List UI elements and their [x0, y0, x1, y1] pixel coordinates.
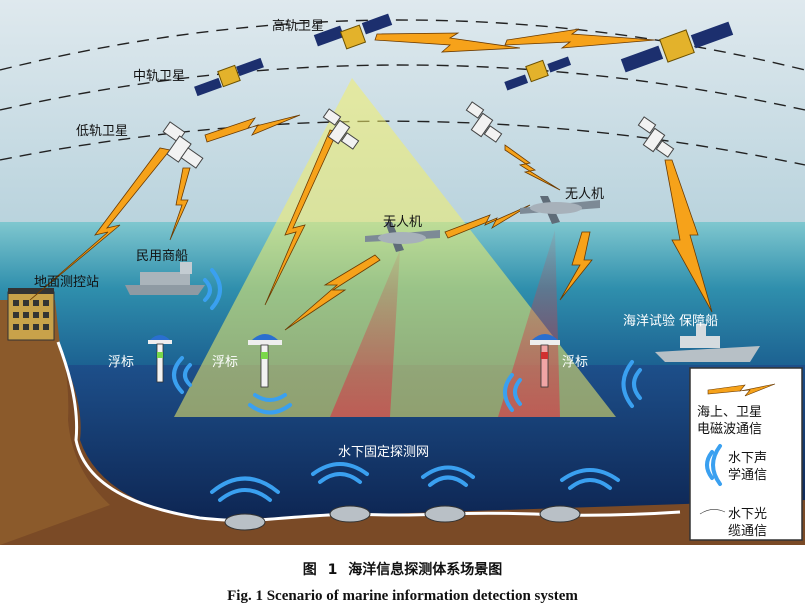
label-buoy-3: 浮标: [562, 355, 588, 370]
seabed-nodes: [224, 505, 581, 531]
merchant-ship-icon: [125, 262, 205, 295]
uav-left-icon: [365, 222, 440, 252]
leo-satellite-icon: [162, 121, 204, 169]
label-underwater-network: 水下固定探测网: [338, 445, 429, 460]
label-uav-right: 无人机: [565, 187, 604, 202]
label-ground-station: 地面测控站: [34, 275, 99, 290]
uav-beam-left: [330, 250, 400, 417]
caption-english: Fig. 1 Scenario of marine information de…: [227, 588, 578, 604]
legend-acoustic-icon: [705, 444, 722, 486]
meo-satellite-icon: [194, 57, 264, 97]
leo-satellite-2-icon: [322, 108, 360, 150]
buoy-3-icon: [530, 334, 560, 388]
orbit-lines: [0, 19, 805, 166]
caption-chinese: 图 1 海洋信息探测体系场景图: [302, 562, 503, 578]
ground-station: [7, 288, 55, 341]
geo-satellite-right-icon: [620, 21, 734, 73]
test-ship-icon: [655, 324, 760, 362]
label-leo-satellite: 低轨卫星: [76, 124, 128, 139]
meo-satellite-right-icon: [504, 56, 572, 91]
coast-cliff: [0, 300, 110, 545]
uav-right-icon: [520, 196, 600, 224]
buoy-2-icon: [248, 334, 282, 388]
label-buoy-1: 浮标: [108, 355, 134, 370]
label-uav-left: 无人机: [383, 215, 422, 230]
legend-em-icon: [707, 383, 776, 397]
label-test-ship: 海洋试验 保障船: [623, 313, 718, 329]
scene-diagram: 高轨卫星 中轨卫星 低轨卫星 无人机 无人机 民用商船 地面测控站 浮标 浮标 …: [0, 0, 805, 545]
label-meo-satellite: 中轨卫星: [133, 69, 185, 84]
geo-satellite-icon: [313, 13, 393, 50]
label-geo-satellite: 高轨卫星: [272, 18, 324, 34]
legend-em-text: 海上、卫星电磁波通信: [697, 405, 762, 437]
leo-satellite-4-icon: [637, 116, 675, 158]
label-buoy-2: 浮标: [212, 355, 238, 370]
leo-satellite-3-icon: [465, 101, 503, 143]
em-links: [29, 28, 713, 331]
legend-cable-text: 水下光缆通信: [728, 507, 767, 539]
legend: [689, 367, 803, 541]
buoy-1-icon: [148, 335, 172, 383]
acoustic-waves: [172, 268, 642, 502]
label-merchant-ship: 民用商船: [136, 249, 188, 264]
legend-acoustic-text: 水下声学通信: [728, 451, 767, 483]
